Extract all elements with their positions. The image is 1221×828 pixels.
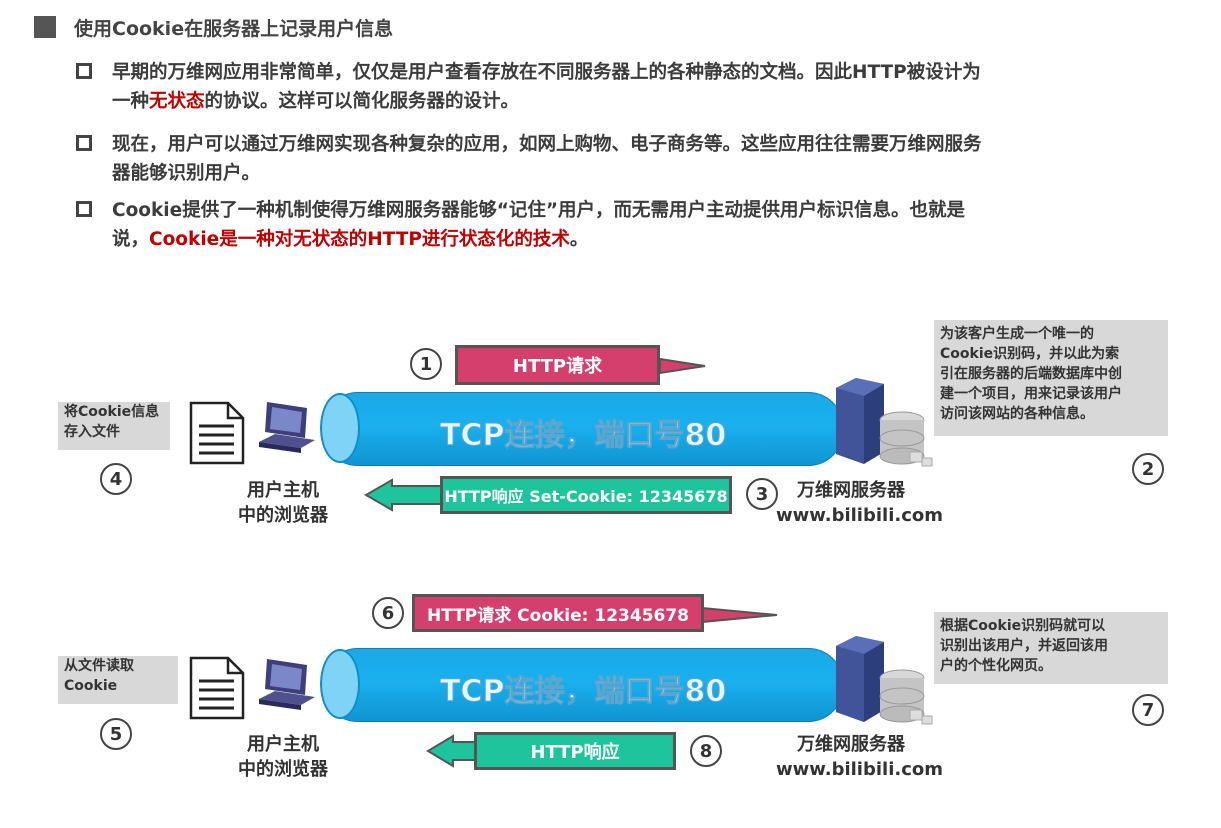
computer-icon bbox=[259, 659, 315, 710]
bullet-1: 早期的万维网应用非常简单，仅仅是用户查看存放在不同服务器上的各种静态的文档。因此… bbox=[76, 58, 1166, 116]
step-3-badge: 3 bbox=[746, 478, 778, 510]
response-arrow-icon bbox=[363, 478, 448, 512]
step-6-badge: 6 bbox=[372, 597, 404, 629]
heading-text: 使用Cookie在服务器上记录用户信息 bbox=[74, 17, 394, 40]
http-request-box: HTTP请求 bbox=[455, 345, 660, 385]
generate-cookie-note: 为该客户生成一个唯一的 Cookie识别码，并以此为索 引在服务器的后端数据库中… bbox=[934, 320, 1168, 436]
highlight-stateless: 无状态 bbox=[149, 91, 205, 112]
tcp-connection-label: TCP连接，端口号80 bbox=[439, 674, 727, 710]
step-5-badge: 5 bbox=[100, 718, 132, 750]
bullet-square-icon bbox=[76, 63, 92, 79]
document-icon bbox=[189, 656, 245, 720]
tcp-connection-label: TCP连接，端口号80 bbox=[439, 418, 727, 454]
request-arrow-icon bbox=[659, 357, 706, 375]
tcp-connection-tube bbox=[322, 392, 844, 466]
web-server-label: 万维网服务器 www.bilibili.com bbox=[776, 480, 943, 526]
client-browser-label: 用户主机 中的浏览器 bbox=[238, 480, 328, 526]
identify-user-note: 根据Cookie识别码就可以 识别出该用户，并返回该用 户的个性化网页。 bbox=[934, 612, 1168, 684]
tcp-connection-tube bbox=[322, 648, 844, 722]
http-request-cookie-box: HTTP请求 Cookie: 12345678 bbox=[412, 594, 704, 632]
tube-end-cap bbox=[320, 649, 360, 719]
server-icon bbox=[836, 378, 933, 467]
highlight-cookie-definition: Cookie是一种对无状态的HTTP进行状态化的技术 bbox=[149, 229, 570, 250]
bullet-3-text: Cookie提供了一种机制使得万维网服务器能够“记住”用户，而无需用户主动提供用… bbox=[112, 200, 966, 250]
document-icon bbox=[189, 401, 245, 465]
heading-square-icon bbox=[34, 16, 56, 38]
step-4-badge: 4 bbox=[100, 463, 132, 495]
http-response-box: HTTP响应 Set-Cookie: 12345678 bbox=[440, 476, 732, 514]
client-browser-label: 用户主机 中的浏览器 bbox=[238, 734, 328, 780]
bullet-2-text: 现在，用户可以通过万维网实现各种复杂的应用，如网上购物、电子商务等。这些应用往往… bbox=[112, 134, 982, 184]
tube-end-cap bbox=[320, 393, 360, 463]
bullet-2: 现在，用户可以通过万维网实现各种复杂的应用，如网上购物、电子商务等。这些应用往往… bbox=[76, 130, 1166, 188]
bullet-square-icon bbox=[76, 201, 92, 217]
step-2-badge: 2 bbox=[1132, 453, 1164, 485]
step-1-badge: 1 bbox=[410, 348, 442, 380]
section-heading: 使用Cookie在服务器上记录用户信息 bbox=[34, 14, 393, 40]
web-server-label: 万维网服务器 www.bilibili.com bbox=[776, 734, 943, 780]
read-cookie-note: 从文件读取 Cookie bbox=[58, 656, 178, 704]
computer-icon bbox=[259, 402, 315, 453]
bullet-3: Cookie提供了一种机制使得万维网服务器能够“记住”用户，而无需用户主动提供用… bbox=[76, 196, 1166, 254]
http-response-box: HTTP响应 bbox=[474, 732, 676, 770]
step-7-badge: 7 bbox=[1132, 694, 1164, 726]
bullet-square-icon bbox=[76, 135, 92, 151]
server-icon bbox=[836, 636, 933, 725]
store-cookie-note: 将Cookie信息 存入文件 bbox=[58, 402, 170, 450]
step-8-badge: 8 bbox=[690, 735, 722, 767]
bullet-1-text: 早期的万维网应用非常简单，仅仅是用户查看存放在不同服务器上的各种静态的文档。因此… bbox=[112, 62, 981, 112]
